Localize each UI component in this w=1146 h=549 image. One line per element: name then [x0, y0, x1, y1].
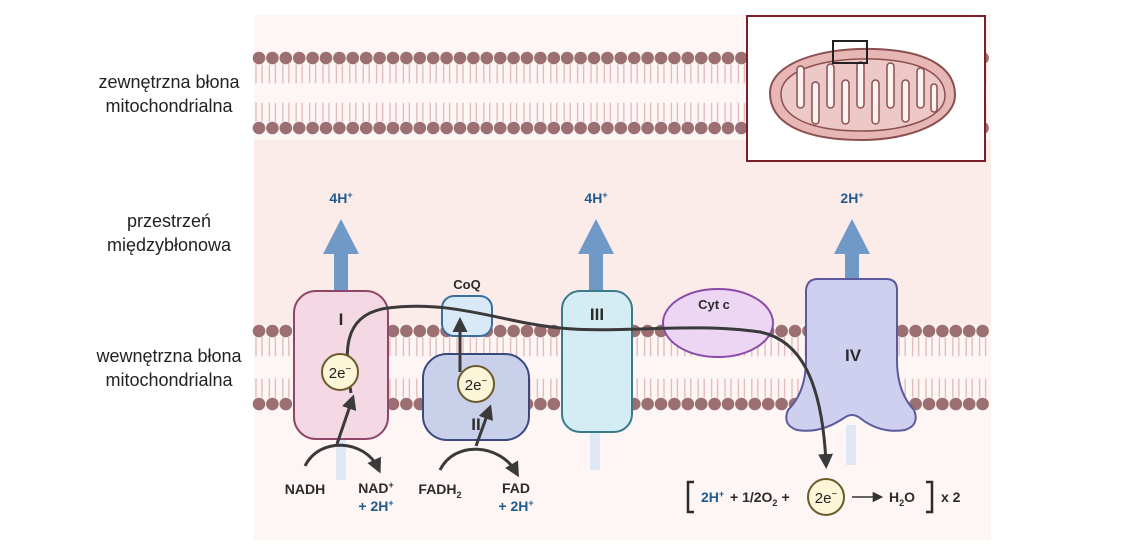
- mitochondrion-cristae: [796, 61, 938, 125]
- electron-token-reaction: [807, 478, 845, 516]
- proton-arrow-III: [578, 219, 614, 292]
- complex-II-label: II: [471, 415, 480, 434]
- proton-label-IV: 2H+: [840, 190, 863, 206]
- label-intermembrane-space: przestrzeń międzybłonowa: [64, 209, 274, 257]
- complex-IV: [785, 278, 917, 432]
- fadh2-label: FADH2: [418, 481, 461, 500]
- electron-token-I: 2e−: [321, 353, 359, 391]
- water-reaction: 2H+ + 1/2O2+ 2e− H2O x 2: [686, 478, 961, 516]
- fadh2-arrow: [438, 447, 519, 478]
- label-inner-membrane-line2: mitochondrialna: [105, 370, 233, 390]
- fad-proton-label: + 2H+: [498, 498, 533, 514]
- proton-label-III: 4H+: [584, 190, 607, 206]
- nadh-label: NADH: [285, 481, 325, 497]
- label-outer-membrane: zewnętrzna błona mitochondrialna: [64, 70, 274, 118]
- complex-III-label: III: [590, 305, 604, 324]
- complex-IV-label: IV: [845, 346, 862, 365]
- reaction-bracket-left: [686, 480, 694, 514]
- nad-label: NAD+: [358, 480, 394, 496]
- inset-zoom-box: [832, 40, 868, 64]
- svg-text:2e−: 2e−: [329, 364, 352, 382]
- nad-proton-label: + 2H+: [358, 498, 393, 514]
- electron-token-reaction-label: 2e−: [815, 489, 838, 507]
- cytochrome-c: [662, 288, 774, 358]
- coq: [441, 295, 493, 337]
- svg-text:2e−: 2e−: [465, 376, 488, 394]
- label-intermembrane-line1: przestrzeń: [126, 211, 212, 231]
- label-inner-membrane-line1: wewnętrzna błona: [96, 346, 242, 366]
- complex-I-label: I: [339, 310, 344, 329]
- electron-path: [345, 304, 834, 469]
- fadh2-electron-arrow: [474, 404, 493, 447]
- fad-label: FAD: [502, 480, 530, 496]
- reaction-multiplier: x 2: [941, 489, 961, 505]
- complex-III: [561, 290, 633, 433]
- proton-arrow-IV: [834, 219, 870, 282]
- reaction-bracket-right: [926, 480, 934, 514]
- nadh-arrow: [303, 443, 381, 474]
- proton-label-I: 4H+: [329, 190, 352, 206]
- label-outer-membrane-line2: mitochondrialna: [105, 96, 233, 116]
- nadh-electron-arrow: [335, 394, 357, 445]
- coq-label: CoQ: [453, 277, 480, 292]
- mitochondrion-inset: [746, 15, 986, 162]
- reaction-proton-term: 2H+: [701, 489, 724, 505]
- proton-arrow-I: [323, 219, 359, 292]
- label-intermembrane-line2: międzybłonowa: [106, 235, 232, 255]
- complex-I-channel: [336, 440, 346, 480]
- label-outer-membrane-line1: zewnętrzna błona: [98, 72, 240, 92]
- cyt-c-label: Cyt c: [698, 297, 730, 312]
- electron-token-II: 2e−: [457, 365, 495, 403]
- reaction-oxygen-term: + 1/2O2+: [730, 489, 790, 508]
- complex-III-channel: [590, 430, 600, 470]
- reaction-product: H2O: [889, 489, 915, 508]
- label-inner-membrane: wewnętrzna błona mitochondrialna: [64, 344, 274, 392]
- complex-IV-channel: [846, 425, 856, 465]
